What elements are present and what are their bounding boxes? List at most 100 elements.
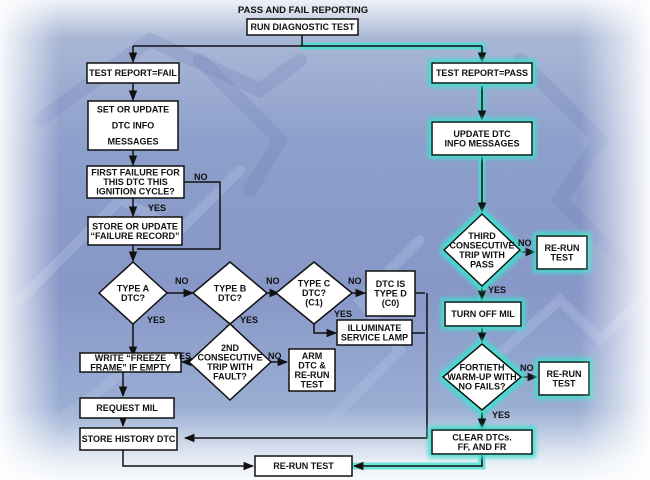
process-box-fail: [86, 62, 180, 84]
first-failure-label-line: FIRST FAILURE FOR: [91, 168, 180, 178]
edge-label-no-fortieth: NO: [520, 363, 534, 373]
edge-labels: NO YES NO YES NO YES NO YES YES NO NO YE…: [147, 172, 534, 420]
type-d-label-line: TYPE D: [374, 289, 407, 299]
process-box-turn-off-mil: [444, 301, 522, 327]
process-turn-off-mil: TURN OFF MIL: [444, 301, 522, 327]
diagram-title: PASS AND FAIL REPORTING: [238, 5, 368, 16]
edge-label-no-type-a: NO: [175, 276, 189, 286]
edge-label-no-type-b: NO: [266, 276, 280, 286]
process-box-start: [246, 18, 359, 36]
start-label-line: RUN DIAGNOSTIC TEST: [250, 22, 355, 32]
update-dtc-label-line: INFO MESSAGES: [444, 138, 519, 148]
first-failure-label-line: THIS DTC THIS: [103, 177, 168, 187]
set-update-label-line: MESSAGES: [107, 137, 158, 147]
decision-shape-type-c: [274, 261, 354, 325]
process-box-store-history: [79, 427, 178, 451]
arm-dtc-label-line: TEST: [300, 379, 324, 389]
process-clear-dtcs: CLEAR DTCs.FF, AND FR: [431, 429, 533, 455]
edge-label-yes-type-a: YES: [147, 315, 165, 325]
arm-dtc-label-line: DTC &: [298, 360, 326, 370]
third-trip-label-line: TRIP WITH: [459, 250, 505, 260]
third-trip-label-line: CONSECUTIVE: [449, 240, 514, 250]
type-d-label-line: (C0): [382, 298, 400, 308]
clear-dtcs-label-line: FF, AND FR: [458, 442, 507, 452]
store-history-label-line: STORE HISTORY DTC: [82, 434, 176, 444]
edge-label-yes-fortieth: YES: [492, 410, 510, 420]
rerun-third-label-line: RE-RUN: [545, 243, 580, 253]
freeze-frame-label-line: FRAME” IF EMPTY: [90, 362, 171, 372]
type-b-label-line: TYPE B: [214, 283, 247, 293]
fortieth-label-line: WARM-UP WITH: [447, 372, 516, 382]
set-update-label-line: DTC INFO: [112, 121, 155, 131]
edge-label-no-first-failure: NO: [194, 172, 208, 182]
process-fail: TEST REPORT=FAIL: [86, 62, 180, 84]
rerun-bottom-label-line: RE-RUN TEST: [273, 461, 334, 471]
rerun-fortieth-label-line: TEST: [552, 378, 576, 388]
type-d-label-line: DTC IS: [376, 279, 406, 289]
fortieth-label-line: FORTIETH: [460, 363, 505, 373]
process-box-illuminate: [336, 319, 413, 346]
store-failure-label-line: “FAILURE RECORD”: [90, 231, 179, 241]
process-pass: TEST REPORT=PASS: [431, 62, 533, 84]
process-box-request-mil: [79, 397, 175, 419]
pass-label-line: TEST REPORT=PASS: [436, 68, 528, 78]
process-store-history: STORE HISTORY DTC: [79, 427, 178, 451]
edge-label-no-third-trip: NO: [518, 238, 532, 248]
process-box-pass: [431, 62, 533, 84]
decision-shape-fortieth: [441, 343, 523, 411]
process-box-update-dtc: [431, 121, 533, 156]
process-box-store-failure: [87, 216, 183, 246]
background-fade-right: [580, 0, 650, 480]
second-trip-label-line: CONSECUTIVE: [197, 352, 262, 362]
process-set-update: SET OR UPDATE DTC INFO MESSAGES: [87, 100, 179, 151]
arm-dtc-label-line: ARM: [302, 351, 323, 361]
decision-shape-third-trip: [442, 212, 522, 288]
process-box-set-update: [87, 100, 179, 151]
process-box-type-d: [365, 270, 416, 317]
type-c-label-line: (C1): [305, 298, 323, 308]
store-failure-label-line: STORE OR UPDATE: [92, 221, 178, 231]
process-box-first-failure: [86, 165, 185, 199]
arm-dtc-label-line: RE-RUN: [295, 370, 330, 380]
illuminate-label-line: SERVICE LAMP: [341, 332, 408, 342]
edge-label-yes-second-trip: YES: [173, 351, 191, 361]
freeze-frame-label-line: WRITE “FREEZE: [95, 353, 167, 363]
connectors: [118, 34, 539, 471]
second-trip-label-line: FAULT?: [213, 371, 247, 381]
fail-label-line: TEST REPORT=FAIL: [89, 68, 177, 78]
request-mil-label-line: REQUEST MIL: [96, 403, 158, 413]
set-update-label-line: SET OR UPDATE: [97, 105, 169, 115]
process-box-rerun-bottom: [254, 455, 353, 477]
clear-dtcs-label-line: CLEAR DTCs.: [452, 432, 512, 442]
edge-label-yes-type-b: YES: [240, 315, 258, 325]
second-trip-label-line: TRIP WITH: [207, 362, 253, 372]
second-trip-label-line: 2ND: [221, 343, 240, 353]
decision-shape-second-trip: [187, 322, 273, 402]
process-rerun-bottom: RE-RUN TEST: [254, 455, 353, 477]
type-c-label-line: TYPE C: [298, 279, 331, 289]
type-a-label-line: TYPE A: [117, 283, 150, 293]
edge-label-no-second-trip: NO: [268, 351, 282, 361]
process-box-freeze-frame: [79, 352, 182, 373]
turn-off-mil-label-line: TURN OFF MIL: [451, 309, 515, 319]
third-trip-label-line: PASS: [470, 259, 494, 269]
third-trip-label-line: THIRD: [468, 231, 496, 241]
process-box-clear-dtcs: [431, 429, 533, 455]
decision-shape-type-a: [97, 260, 169, 326]
rerun-fortieth-label-line: RE-RUN: [547, 369, 582, 379]
edge-label-yes-third-trip: YES: [488, 285, 506, 295]
illuminate-label-line: ILLUMINATE: [348, 323, 402, 333]
type-a-label-line: DTC?: [121, 293, 145, 303]
update-dtc-label-line: UPDATE DTC: [453, 129, 511, 139]
edge-label-no-type-c: NO: [348, 276, 362, 286]
